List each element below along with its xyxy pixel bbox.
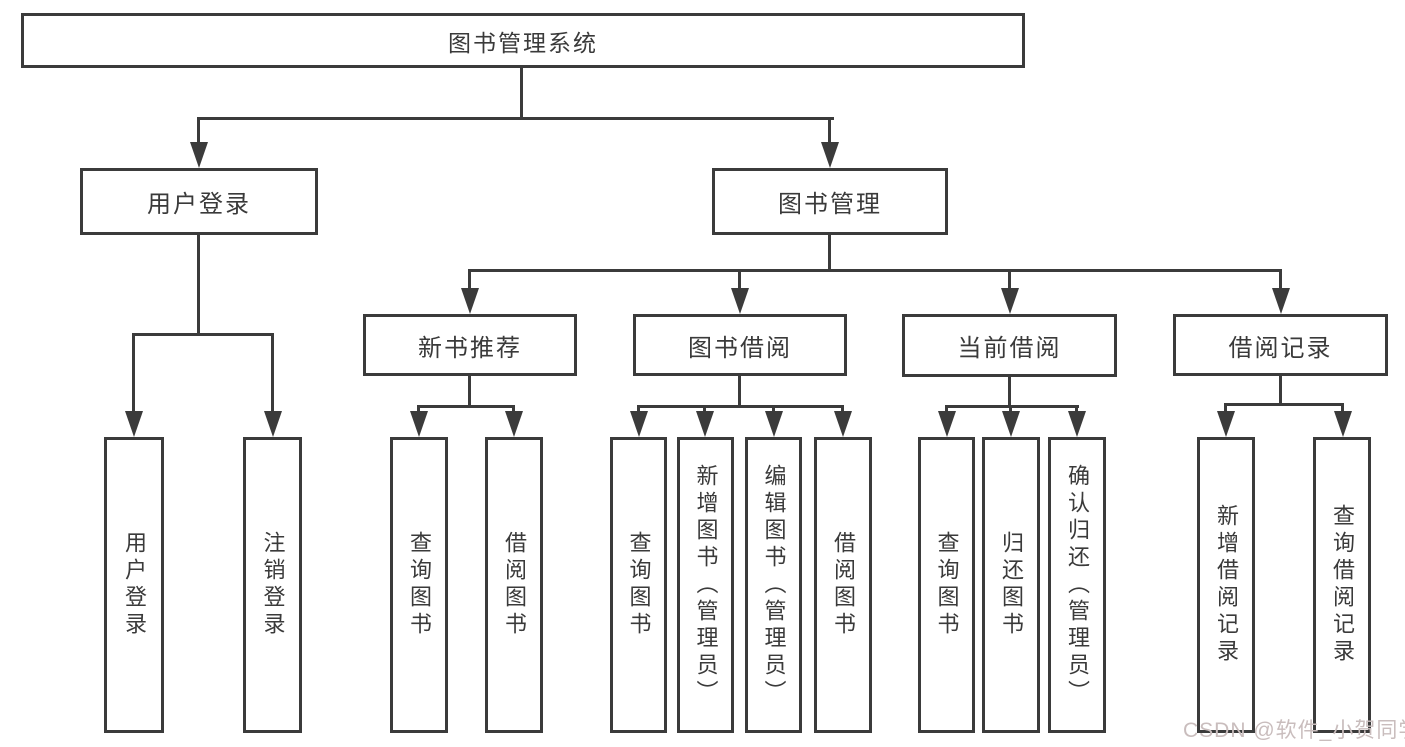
arrowhead-down-icon [461, 288, 479, 314]
connector-line [772, 405, 775, 415]
connector-line [417, 405, 420, 415]
connector-line [1224, 403, 1344, 406]
connector-line [468, 269, 471, 291]
connector-line [945, 405, 1079, 408]
connector-line [271, 333, 274, 413]
connector-line [197, 117, 200, 142]
arrowhead-down-icon [820, 142, 839, 168]
leaf-borrow-books-recommend: 借阅图书 [485, 437, 543, 733]
connector-line [132, 333, 135, 413]
connector-line [1341, 403, 1344, 413]
connector-line [468, 376, 471, 408]
leaf-query-borrow-record: 查询借阅记录 [1313, 437, 1371, 733]
arrowhead-down-icon [1271, 288, 1290, 314]
arrowhead-down-icon [505, 411, 523, 437]
leaf-label: 确认归还（管理员） [1065, 463, 1090, 707]
connector-line [512, 405, 515, 415]
connector-line [828, 235, 831, 272]
leaf-label: 借阅图书 [831, 531, 856, 639]
leaf-label: 查询图书 [934, 531, 960, 639]
leaf-add-borrow-record: 新增借阅记录 [1197, 437, 1255, 733]
leaf-borrow-books: 借阅图书 [814, 437, 872, 733]
arrowhead-down-icon [731, 288, 749, 314]
connector-line [1279, 269, 1282, 291]
leaf-label: 借阅图书 [502, 531, 527, 639]
connector-line [1008, 377, 1011, 408]
connector-line [1279, 376, 1282, 404]
node-user-login: 用户登录 [80, 168, 318, 235]
connector-line [945, 405, 948, 415]
connector-line [1224, 403, 1227, 413]
arrowhead-down-icon [189, 142, 208, 168]
leaf-label: 新增图书（管理员） [693, 463, 719, 707]
connector-line [417, 405, 515, 408]
arrowhead-down-icon [1001, 288, 1019, 314]
leaf-label: 查询图书 [407, 531, 432, 639]
leaf-label: 编辑图书（管理员） [761, 463, 787, 707]
leaf-label: 用户登录 [122, 531, 147, 639]
connector-line [828, 117, 831, 142]
arrowhead-down-icon [1216, 411, 1235, 437]
leaf-label: 新增借阅记录 [1214, 504, 1239, 666]
connector-line [738, 269, 741, 291]
connector-line [197, 235, 200, 336]
arrowhead-down-icon [263, 411, 282, 437]
leaf-label: 查询图书 [626, 531, 652, 639]
connector-line [468, 269, 1282, 272]
connector-line [132, 333, 274, 336]
arrowhead-down-icon [124, 411, 143, 437]
node-book-management: 图书管理 [712, 168, 948, 235]
leaf-add-books-admin: 新增图书（管理员） [677, 437, 734, 733]
connector-line [197, 117, 834, 120]
leaf-confirm-return-admin: 确认归还（管理员） [1048, 437, 1106, 733]
arrowhead-down-icon [696, 411, 714, 437]
leaf-logout: 注销登录 [243, 437, 302, 733]
arrowhead-down-icon [834, 411, 852, 437]
leaf-user-login: 用户登录 [104, 437, 164, 733]
node-library-system: 图书管理系统 [21, 13, 1025, 68]
arrowhead-down-icon [1068, 411, 1086, 437]
arrowhead-down-icon [629, 411, 648, 437]
leaf-label: 归还图书 [999, 531, 1024, 639]
node-book-borrowing: 图书借阅 [633, 314, 847, 376]
csdn-watermark: CSDN @软件_小贺同学 [1183, 719, 1405, 742]
leaf-query-books-borrowing: 查询图书 [610, 437, 667, 733]
connector-line [1008, 269, 1011, 291]
node-current-borrowing: 当前借阅 [902, 314, 1117, 377]
leaf-return-books: 归还图书 [982, 437, 1040, 733]
leaf-label: 注销登录 [260, 531, 286, 639]
leaf-edit-books-admin: 编辑图书（管理员） [745, 437, 802, 733]
leaf-query-books-current: 查询图书 [918, 437, 975, 733]
arrowhead-down-icon [937, 411, 956, 437]
leaf-label: 查询借阅记录 [1330, 504, 1355, 666]
connector-line [703, 405, 706, 415]
connector-line [1009, 405, 1012, 415]
node-borrow-records: 借阅记录 [1173, 314, 1388, 376]
arrowhead-down-icon [1002, 411, 1020, 437]
arrowhead-down-icon [1333, 411, 1352, 437]
connector-line [841, 405, 844, 415]
arrowhead-down-icon [410, 411, 428, 437]
connector-line [637, 405, 640, 415]
node-new-book-recommend: 新书推荐 [363, 314, 577, 376]
connector-line [738, 376, 741, 408]
connector-line [520, 68, 523, 120]
leaf-query-books-recommend: 查询图书 [390, 437, 448, 733]
connector-line [637, 405, 844, 408]
arrowhead-down-icon [764, 411, 783, 437]
connector-line [1075, 405, 1078, 415]
